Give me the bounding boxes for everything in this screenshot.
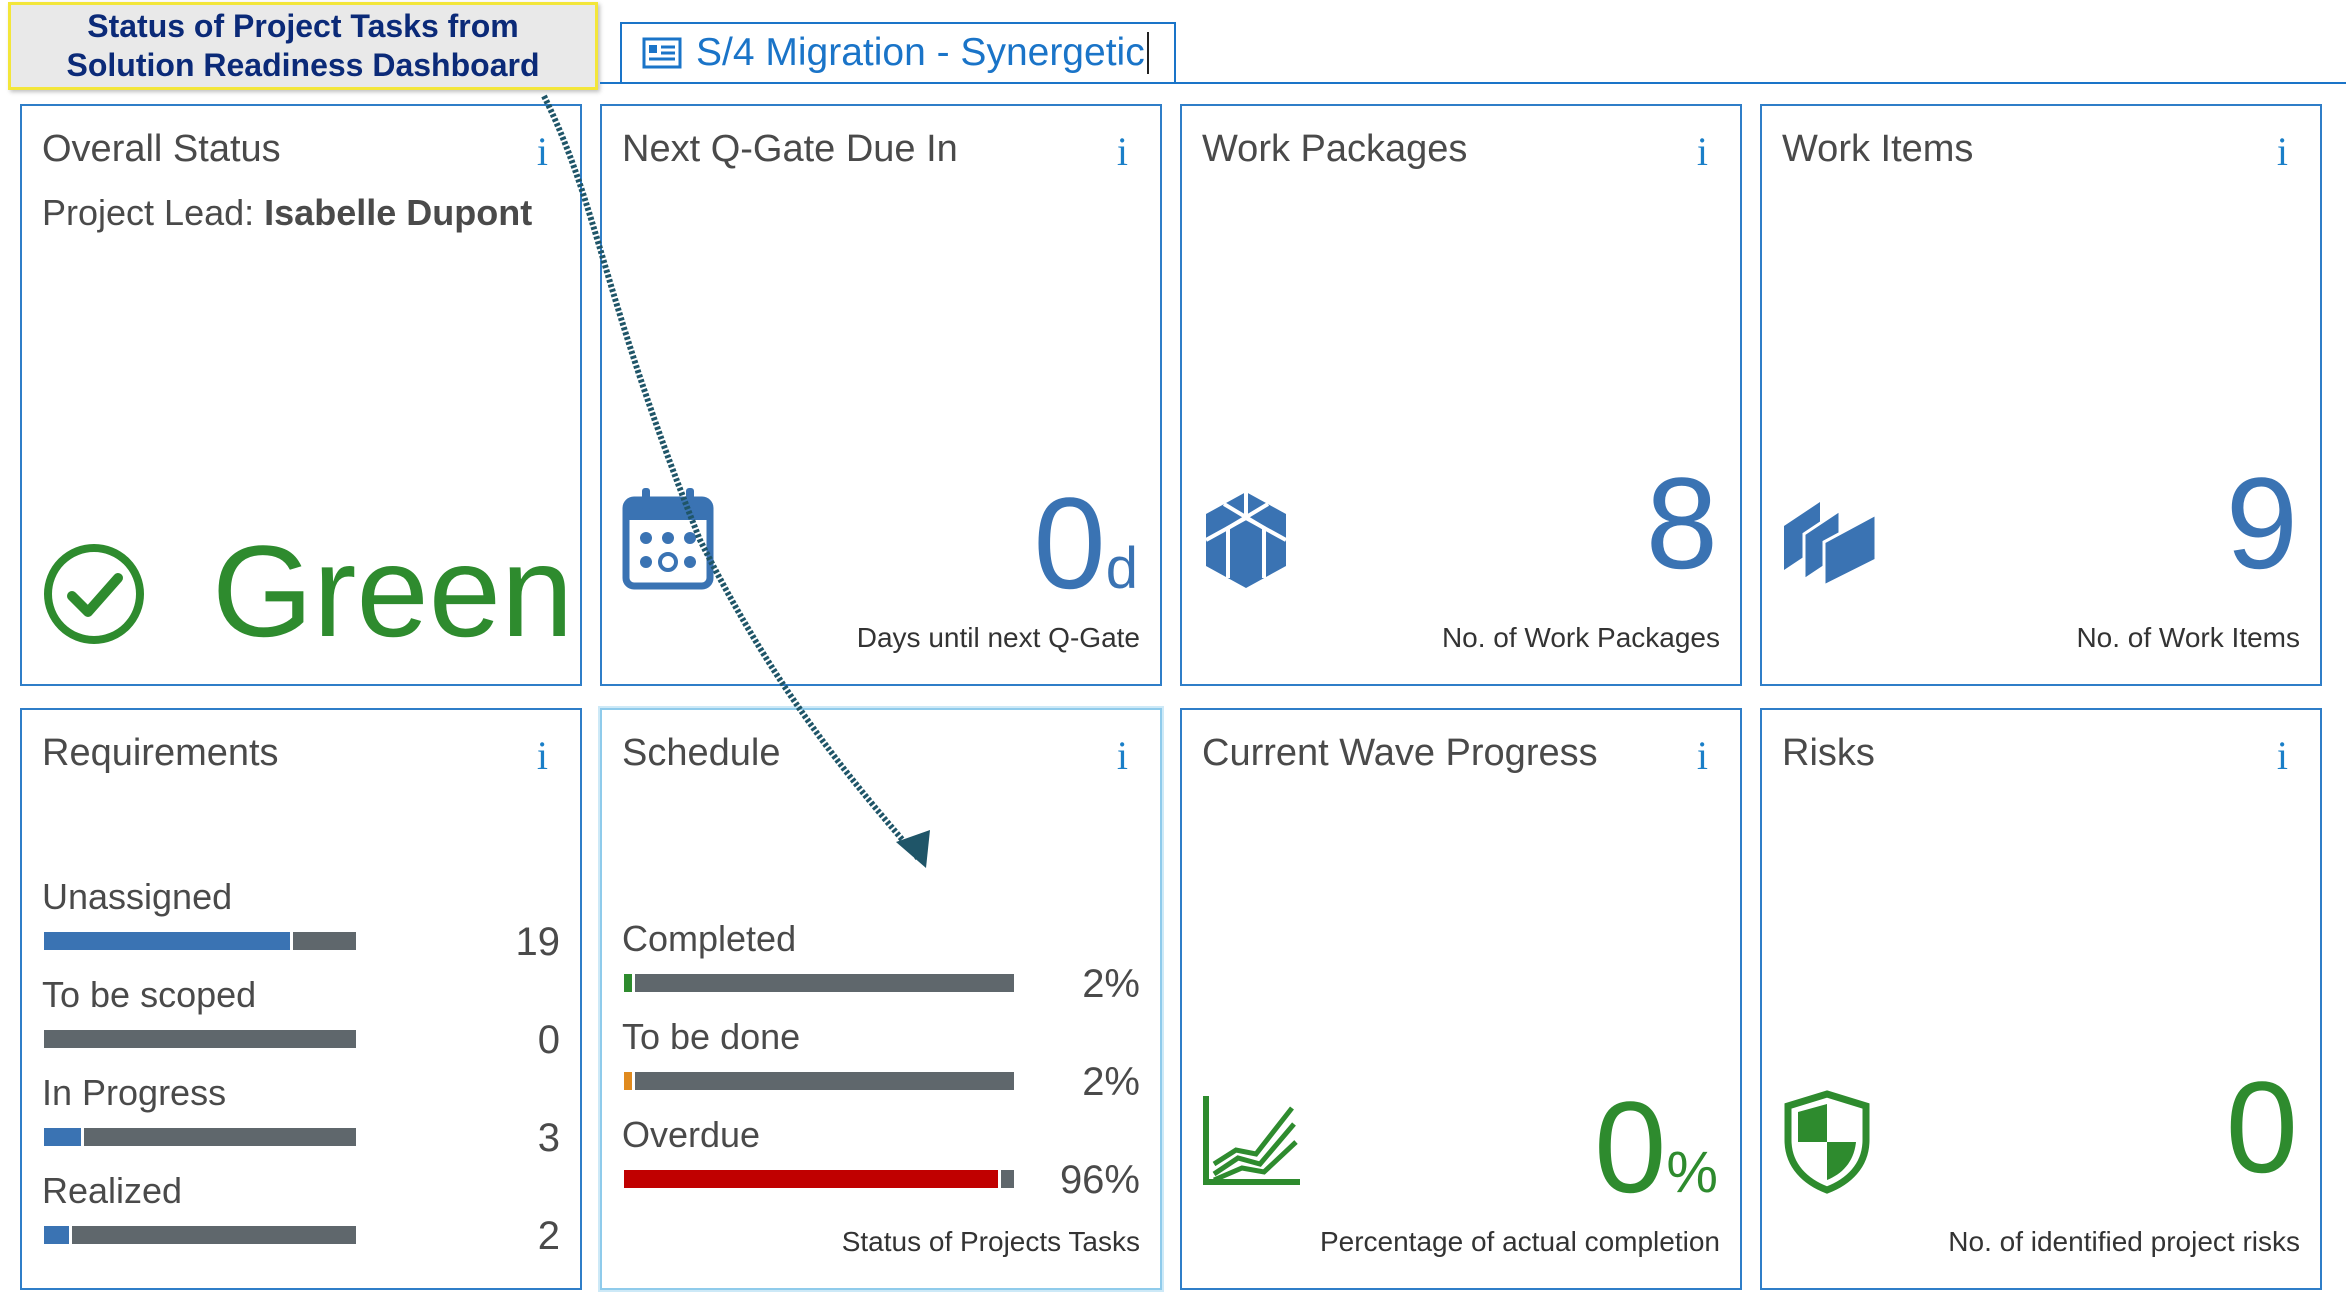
req-bar-unassigned: [44, 932, 356, 950]
tile-work-packages[interactable]: Work Packages i 8 No. of Work Packages: [1180, 104, 1742, 686]
req-bar-fill: [44, 1128, 85, 1146]
line-chart-icon: [1203, 1096, 1300, 1185]
req-row-label-unassigned: Unassigned: [42, 876, 233, 917]
project-lead-name: Isabelle Dupont: [264, 192, 533, 233]
qgate-days-value: 0d: [1033, 478, 1138, 608]
tab-label: S/4 Migration - Synergetic: [696, 31, 1145, 74]
info-icon[interactable]: i: [1696, 733, 1708, 778]
tile-title: Current Wave Progress: [1202, 732, 1598, 774]
info-icon[interactable]: i: [1116, 733, 1128, 778]
text-cursor: [1146, 32, 1149, 74]
work-items-value: 9: [2225, 450, 2298, 596]
tile-title: Requirements: [42, 732, 279, 774]
wave-progress-value: 0%: [1594, 1082, 1718, 1212]
calendar-icon: [622, 488, 714, 590]
risks-value: 0: [2225, 1054, 2298, 1200]
schedule-row-label-completed: Completed: [622, 918, 797, 959]
req-bar-fill: [44, 1226, 72, 1244]
tab-s4-migration[interactable]: S/4 Migration - Synergetic: [620, 22, 1176, 82]
req-row-label-realized: Realized: [42, 1170, 183, 1211]
project-lead-label: Project Lead:: [42, 192, 255, 233]
tile-risks[interactable]: Risks i 0 No. of identified project risk…: [1760, 708, 2322, 1290]
tile-caption: No. of Work Items: [2076, 622, 2300, 653]
tile-requirements[interactable]: Requirements i Unassigned 19 To be scope…: [20, 708, 582, 1290]
callout-line-2: Solution Readiness Dashboard: [66, 47, 540, 83]
info-icon[interactable]: i: [1116, 129, 1128, 174]
req-row-label-in-progress: In Progress: [42, 1072, 227, 1113]
tile-schedule[interactable]: Schedule i Completed 2% To be done 2% Ov…: [600, 708, 1162, 1290]
tile-title: Risks: [1782, 732, 1875, 774]
schedule-bar-to-be-done: [624, 1072, 1014, 1090]
schedule-bar-completed: [624, 974, 1014, 992]
req-row-label-to-be-scoped: To be scoped: [42, 974, 257, 1015]
tab-strip-line: [600, 82, 2346, 84]
schedule-row-value-overdue: 96%: [1059, 1158, 1140, 1202]
qgate-days-unit: d: [1105, 536, 1138, 601]
tile-caption: No. of Work Packages: [1441, 622, 1720, 653]
tile-title: Next Q-Gate Due In: [622, 128, 958, 170]
tile-caption: Days until next Q-Gate: [856, 622, 1140, 653]
schedule-row-label-overdue: Overdue: [622, 1114, 761, 1155]
work-packages-value: 8: [1645, 450, 1718, 596]
tile-current-wave-progress[interactable]: Current Wave Progress i 0% Percentage of…: [1180, 708, 1742, 1290]
req-row-value-unassigned: 19: [515, 920, 561, 964]
info-icon[interactable]: i: [536, 733, 548, 778]
overall-status-value: Green: [212, 518, 574, 664]
info-icon[interactable]: i: [2276, 129, 2288, 174]
info-icon[interactable]: i: [1696, 129, 1708, 174]
callout-line-1: Status of Project Tasks from: [87, 8, 519, 44]
tile-title: Overall Status: [42, 128, 281, 170]
req-bar-fill: [44, 932, 294, 950]
tile-title: Schedule: [622, 732, 781, 774]
check-circle-icon: [44, 544, 144, 644]
tile-caption: Percentage of actual completion: [1319, 1226, 1720, 1257]
req-bar-in-progress: [44, 1128, 356, 1146]
req-row-value-in-progress: 3: [537, 1116, 560, 1160]
wave-progress-unit: %: [1666, 1140, 1718, 1205]
work-items-stack-icon: [1784, 502, 1878, 586]
schedule-row-label-to-be-done: To be done: [622, 1016, 801, 1057]
schedule-bar-fill: [624, 974, 635, 992]
wave-progress-number: 0: [1594, 1074, 1667, 1220]
shield-icon: [1784, 1090, 1870, 1194]
space-card-icon: [642, 37, 682, 69]
info-icon[interactable]: i: [536, 129, 548, 174]
annotation-callout: Status of Project Tasks from Solution Re…: [8, 2, 598, 90]
tile-caption: Status of Projects Tasks: [841, 1226, 1140, 1257]
schedule-bar-fill: [624, 1170, 1002, 1188]
tile-title: Work Packages: [1202, 128, 1468, 170]
work-package-cube-icon: [1205, 492, 1287, 588]
schedule-row-value-completed: 2%: [1082, 962, 1140, 1006]
schedule-row-value-to-be-done: 2%: [1082, 1060, 1140, 1104]
tile-caption: No. of identified project risks: [1948, 1226, 2300, 1257]
req-row-value-realized: 2: [537, 1214, 560, 1258]
tile-overall-status[interactable]: Overall Status i Project Lead: Isabelle …: [20, 104, 582, 686]
tile-next-qgate[interactable]: Next Q-Gate Due In i 0d Days until next …: [600, 104, 1162, 686]
info-icon[interactable]: i: [2276, 733, 2288, 778]
req-bar-realized: [44, 1226, 356, 1244]
qgate-days-number: 0: [1033, 470, 1106, 616]
tile-title: Work Items: [1782, 128, 1974, 170]
schedule-bar-fill: [624, 1072, 635, 1090]
schedule-bar-overdue: [624, 1170, 1014, 1188]
project-lead: Project Lead: Isabelle Dupont: [42, 192, 532, 234]
req-bar-to-be-scoped: [44, 1030, 356, 1048]
tile-work-items[interactable]: Work Items i 9 No. of Work Items: [1760, 104, 2322, 686]
req-row-value-to-be-scoped: 0: [537, 1018, 560, 1062]
